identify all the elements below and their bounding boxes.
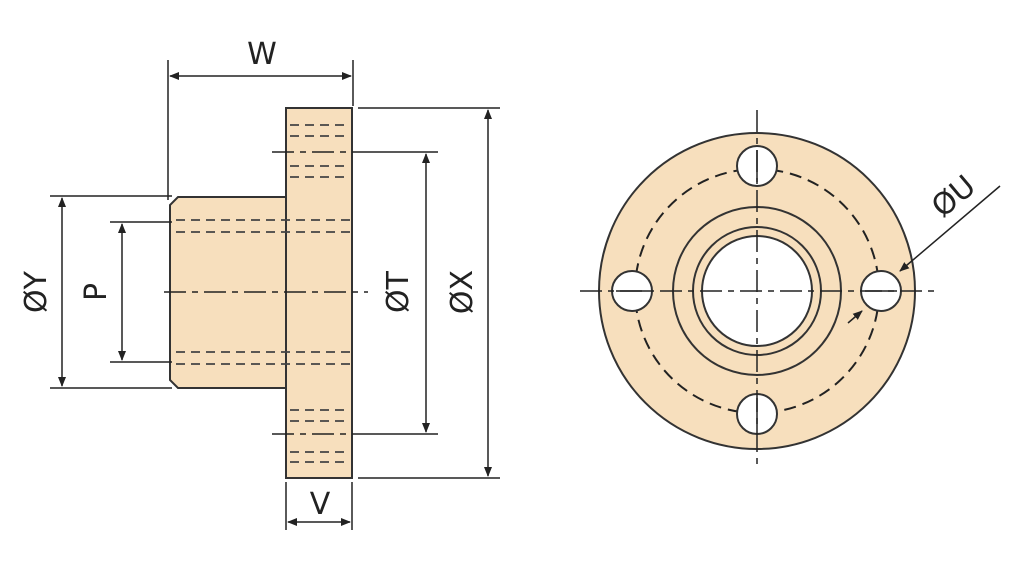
label-x: ØX bbox=[445, 270, 480, 314]
side-view: W ØY P ØT ØX V bbox=[19, 37, 500, 530]
flange-body bbox=[285, 107, 353, 479]
label-p: P bbox=[79, 283, 114, 301]
shank-body bbox=[169, 196, 290, 389]
label-t: ØT bbox=[381, 270, 416, 313]
label-w: W bbox=[247, 37, 277, 72]
dim-u-leader bbox=[899, 185, 1001, 272]
label-u: ØU bbox=[925, 169, 982, 225]
label-y: ØY bbox=[19, 270, 54, 313]
label-v: V bbox=[310, 487, 331, 522]
front-view: ØU bbox=[580, 110, 1001, 470]
